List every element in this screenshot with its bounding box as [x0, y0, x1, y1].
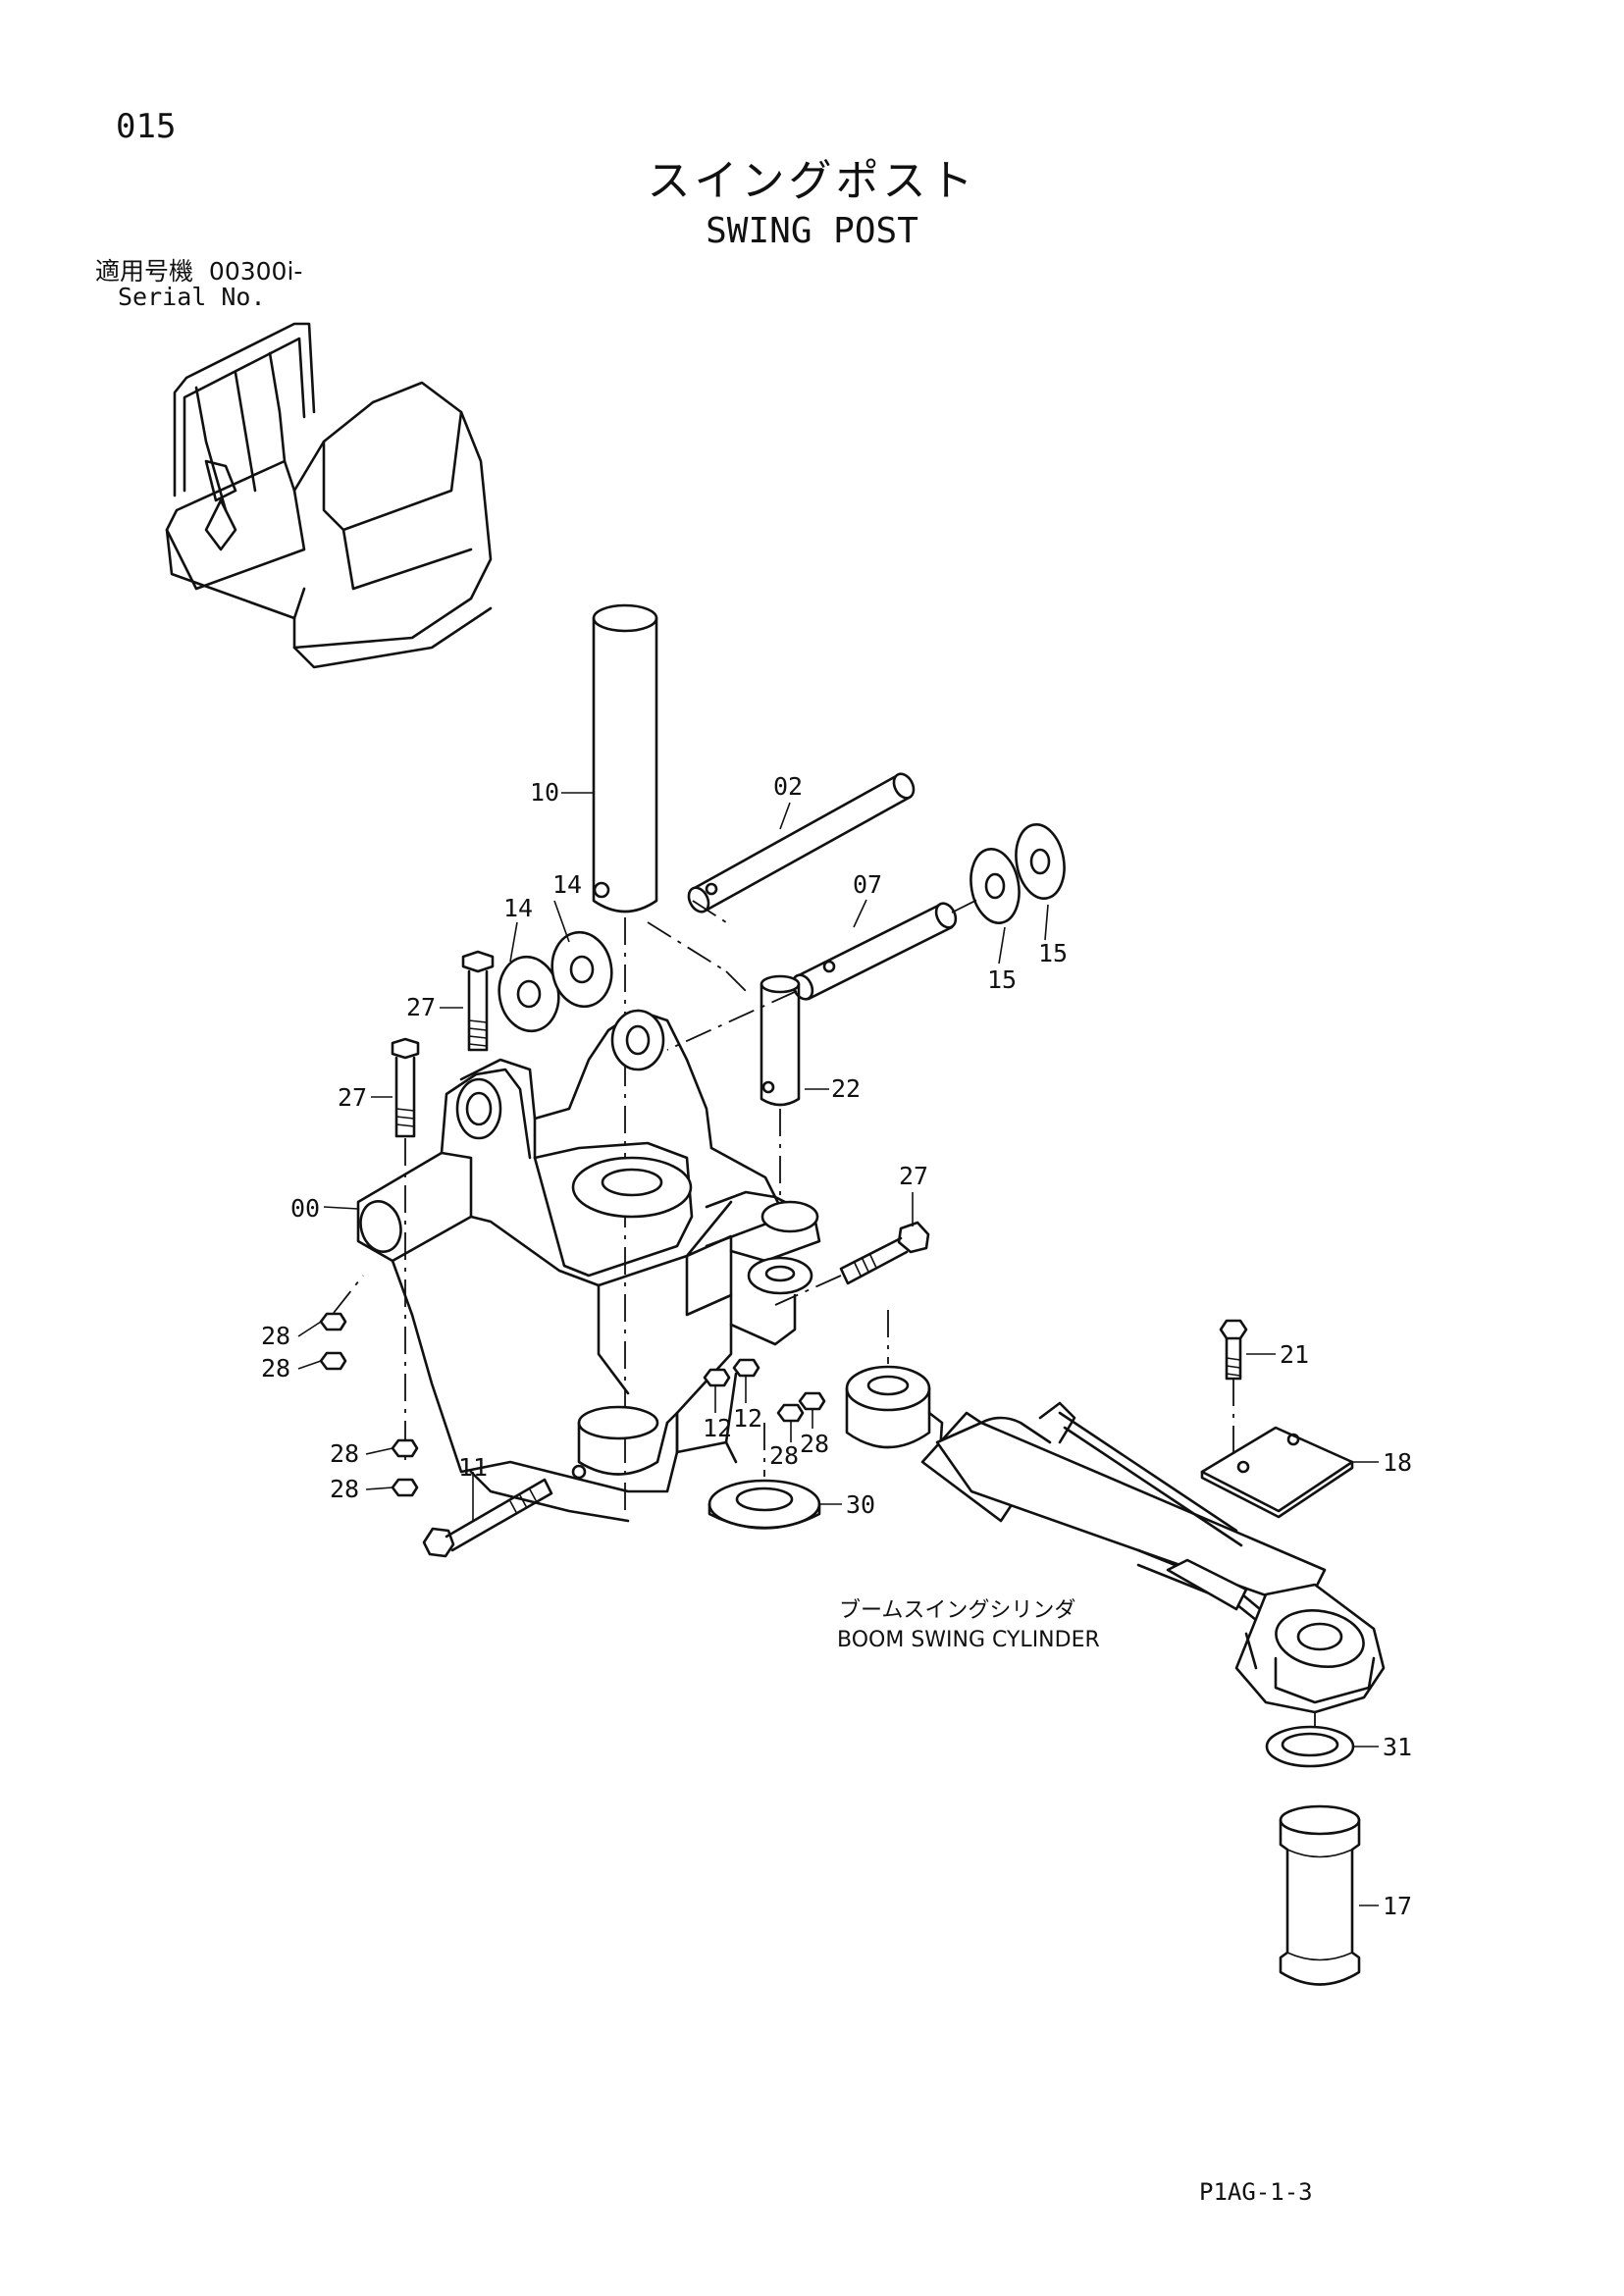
- callout-27-left: 27: [338, 1083, 367, 1112]
- machine-thumbnail: [165, 322, 493, 669]
- serial-number-label: 適用号機 00300i-: [95, 259, 302, 284]
- callout-28-b: 28: [261, 1354, 290, 1383]
- callout-31: 31: [1383, 1733, 1412, 1761]
- callout-14-upper: 14: [552, 870, 582, 899]
- callout-15-right: 15: [1038, 939, 1068, 967]
- washer-14-pair: [498, 930, 613, 1033]
- callout-28-c: 28: [330, 1439, 359, 1468]
- callout-30: 30: [846, 1490, 875, 1519]
- callout-leaders: [297, 792, 1379, 1906]
- part-21-bolt: [1219, 1319, 1248, 1457]
- callout-27-right: 27: [899, 1162, 928, 1190]
- callout-27-upper: 27: [406, 993, 436, 1021]
- callout-28-d: 28: [330, 1475, 359, 1503]
- page-title-english: SWING POST: [706, 211, 918, 251]
- part-00-swing-post-bracket: [356, 1009, 821, 1523]
- nuts-28-left: [319, 1275, 419, 1497]
- washer-31: [1265, 1725, 1355, 1768]
- callout-28-f: 28: [800, 1430, 829, 1458]
- serial-label-english: Serial No.: [118, 283, 266, 311]
- nuts-12-28-center: [703, 1358, 826, 1423]
- callout-28-e: 28: [769, 1441, 799, 1470]
- callout-14-lower: 14: [503, 894, 533, 922]
- part-22-pin: [760, 974, 801, 1197]
- page-title-japanese: スイングポスト: [647, 156, 977, 206]
- serial-number-value: 00300i-: [208, 257, 303, 286]
- callout-10: 10: [530, 778, 559, 807]
- part-17-pin: [1279, 1804, 1361, 1986]
- callout-11: 11: [458, 1453, 488, 1482]
- callout-00: 00: [290, 1194, 320, 1223]
- callout-17: 17: [1383, 1892, 1412, 1920]
- part-18-plate: [1200, 1426, 1354, 1519]
- callout-28-a: 28: [261, 1322, 290, 1350]
- boom-swing-cylinder: [845, 1310, 1386, 1756]
- bolt-11: [422, 1478, 553, 1558]
- cylinder-label-english: BOOM SWING CYLINDER: [837, 1628, 1100, 1652]
- callout-22: 22: [831, 1074, 861, 1103]
- callout-numbers: 10 02 07 14 14 15 15 27 27 27 22 00 28 2…: [261, 772, 1412, 1920]
- bolt-27-upper: [461, 950, 495, 1052]
- callout-21: 21: [1280, 1340, 1309, 1369]
- cylinder-label-japanese: ブームスイングシリンダ: [839, 1598, 1075, 1623]
- page-number: 015: [116, 107, 177, 146]
- bolt-27-right: [774, 1221, 930, 1306]
- callout-18: 18: [1383, 1448, 1412, 1477]
- serial-label-japanese: 適用号機: [95, 257, 194, 286]
- bolt-27-left: [391, 1037, 420, 1462]
- washer-15-pair: [951, 823, 1066, 924]
- callout-12-a: 12: [703, 1414, 732, 1442]
- callout-07: 07: [853, 870, 882, 899]
- part-07-pin: [666, 902, 958, 1051]
- callout-02: 02: [773, 772, 803, 801]
- document-code: P1AG-1-3: [1199, 2178, 1313, 2206]
- callout-15-left: 15: [987, 965, 1017, 994]
- callout-12-b: 12: [733, 1404, 762, 1433]
- part-02-pin: [647, 772, 916, 992]
